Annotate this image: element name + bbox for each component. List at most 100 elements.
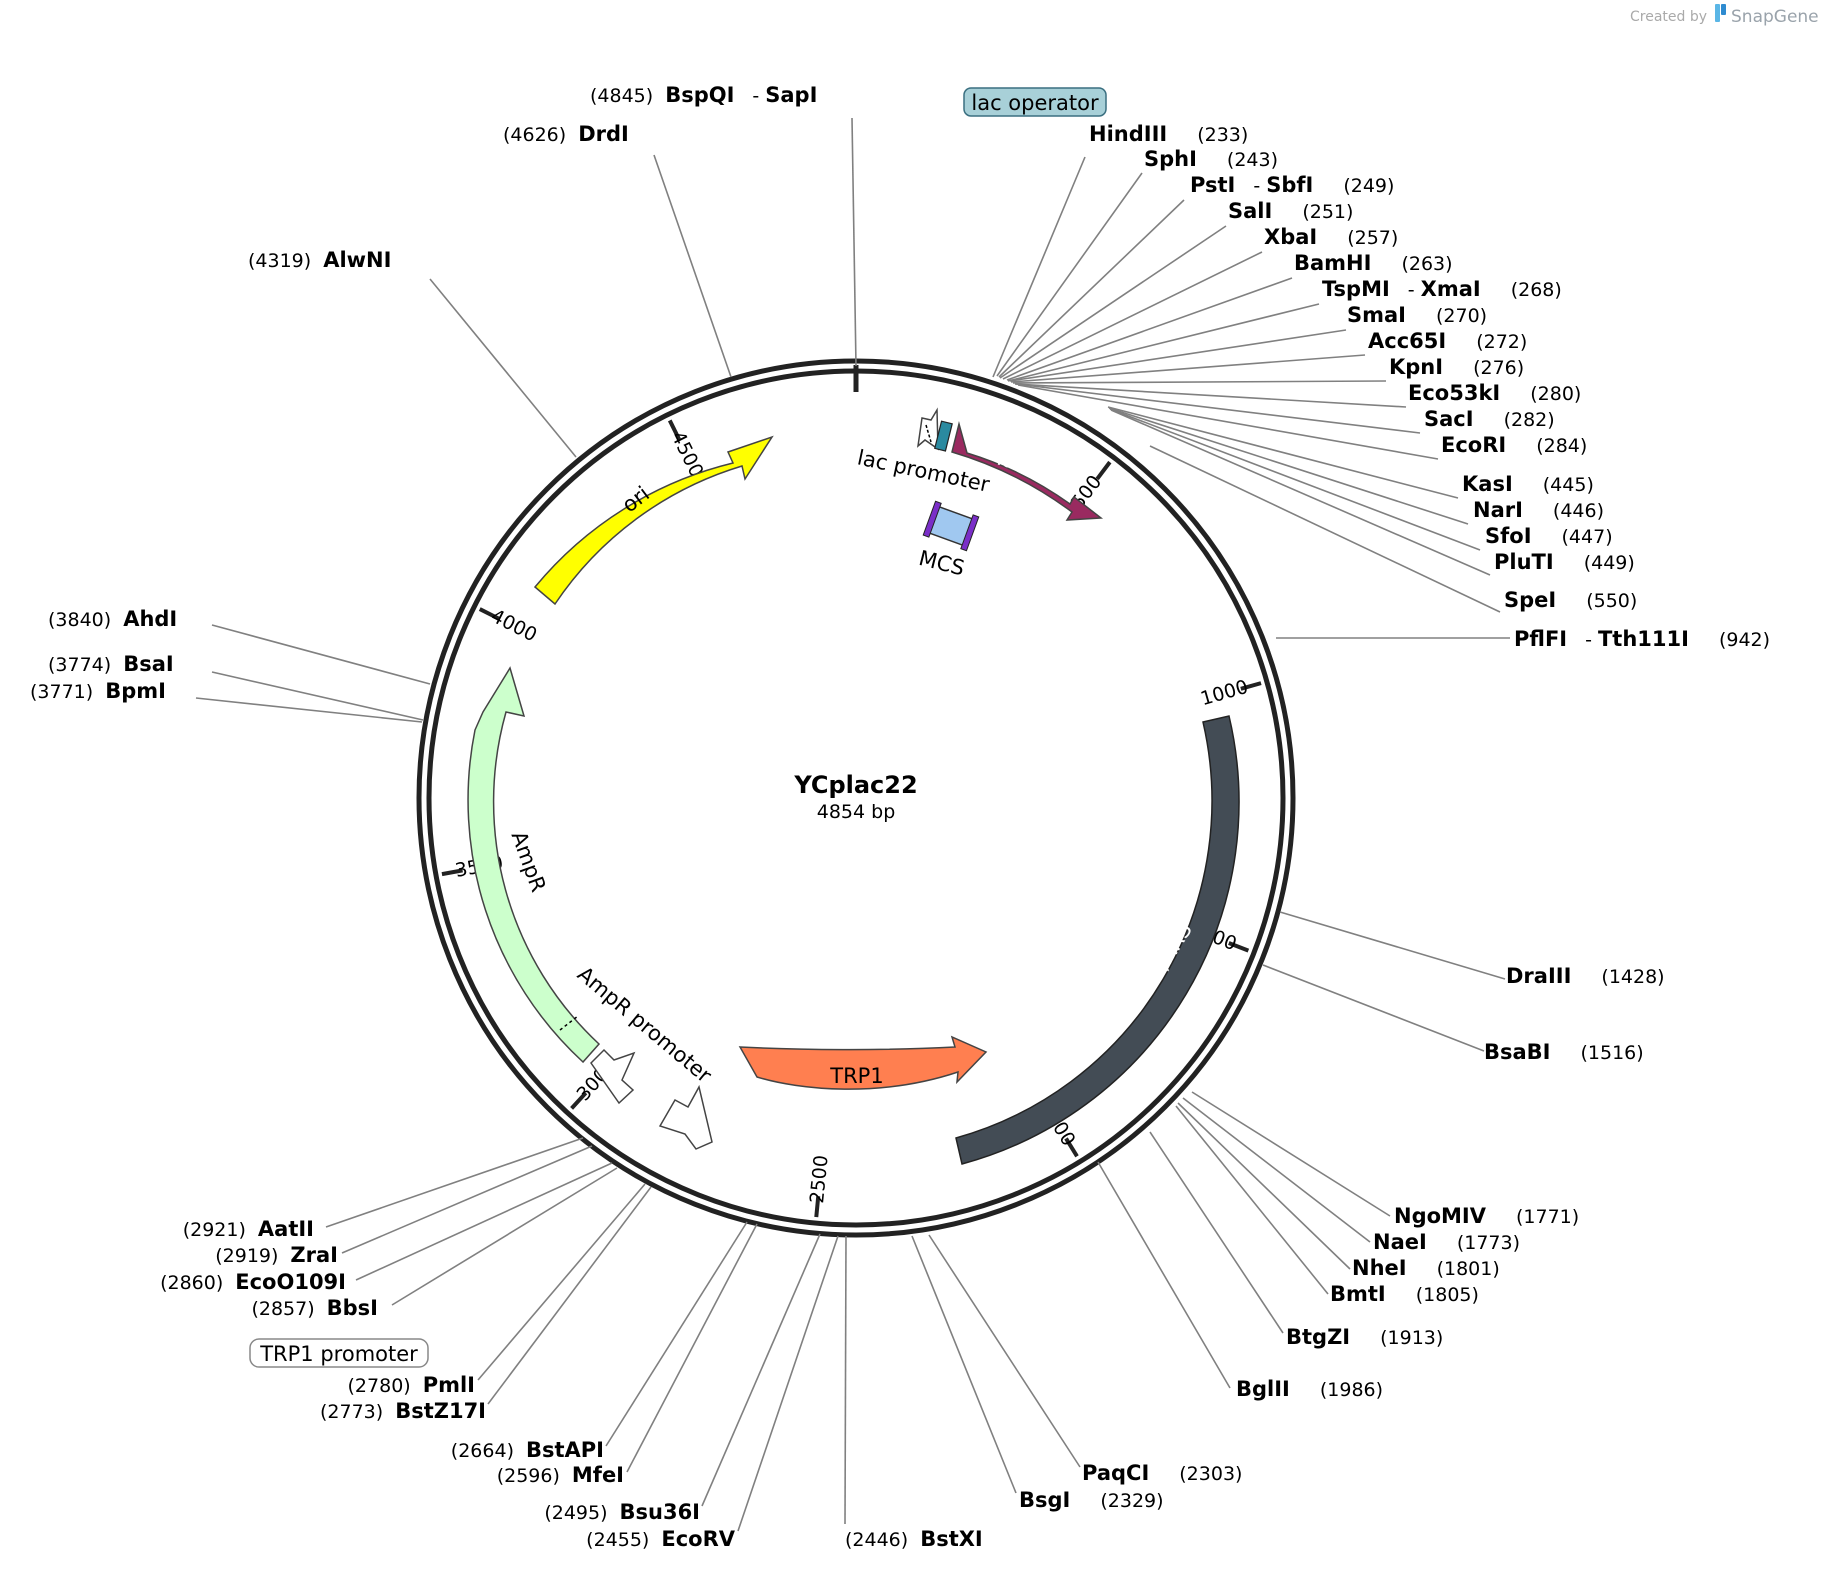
restriction-site[interactable]: NaeI(1773) — [1373, 1230, 1520, 1254]
restriction-site[interactable]: BsgI(2329) — [1019, 1488, 1164, 1512]
site-leader-line — [996, 172, 1143, 377]
site-leader-line — [1007, 303, 1320, 382]
site-label: NgoMIV(1771) — [1394, 1204, 1579, 1228]
restriction-site[interactable]: (3840)AhdI — [48, 607, 177, 631]
ori-arrow[interactable] — [533, 435, 774, 606]
ampr-promoter-arrow-1[interactable] — [590, 1048, 636, 1105]
site-position: (4626) — [503, 124, 566, 146]
site-enzyme-name: SfoI — [1485, 524, 1532, 548]
site-label: (2455)EcoRV — [586, 1527, 736, 1551]
site-enzyme-name: PaqCI — [1082, 1461, 1149, 1485]
site-label: DraIII(1428) — [1506, 964, 1665, 988]
restriction-site[interactable]: SmaI(270) — [1347, 303, 1487, 327]
site-enzyme-name: KpnI — [1389, 355, 1443, 379]
site-separator: - — [1585, 629, 1592, 651]
restriction-site[interactable]: SfoI(447) — [1485, 524, 1613, 548]
lacz-alpha-arrow[interactable] — [951, 421, 1104, 521]
site-leader-line — [992, 156, 1086, 378]
site-position: (251) — [1302, 201, 1353, 223]
restriction-site[interactable]: KasI(445) — [1462, 472, 1594, 496]
restriction-site[interactable]: (2919)ZraI — [215, 1243, 338, 1267]
cen-ars-arrow[interactable] — [955, 715, 1240, 1165]
tick-mark — [1228, 941, 1250, 953]
site-label: BsgI(2329) — [1019, 1488, 1164, 1512]
site-enzyme-name: BsgI — [1019, 1488, 1070, 1512]
restriction-site[interactable]: (2780)PmlI — [348, 1373, 475, 1397]
restriction-site[interactable]: (2857)BbsI — [251, 1296, 378, 1320]
lac-promoter-arrow[interactable] — [916, 407, 939, 451]
restriction-site[interactable]: (2664)BstAPI — [451, 1438, 604, 1462]
site-enzyme-name: TspMI — [1322, 277, 1390, 301]
restriction-site[interactable]: (2860)EcoO109I — [160, 1270, 346, 1294]
tick-mark — [478, 607, 500, 621]
site-leader-line — [1002, 251, 1263, 380]
site-label: NarI(446) — [1473, 498, 1604, 522]
site-label: NaeI(1773) — [1373, 1230, 1520, 1254]
restriction-site[interactable]: Eco53kI(280) — [1408, 381, 1581, 405]
site-label: (4845)BspQI-SapI — [590, 83, 817, 107]
restriction-site[interactable]: SpeI(550) — [1504, 588, 1637, 612]
site-separator: - — [752, 85, 759, 107]
restriction-site[interactable]: PluTI(449) — [1494, 550, 1635, 574]
restriction-site[interactable]: (2596)MfeI — [497, 1463, 624, 1487]
site-leader-line — [605, 1221, 748, 1447]
restriction-site[interactable]: DraIII(1428) — [1506, 964, 1665, 988]
restriction-site[interactable]: (4319)AlwNI — [248, 248, 391, 272]
restriction-site[interactable]: Acc65I(272) — [1368, 329, 1527, 353]
boxed-label-lac-operator[interactable]: lac operator — [963, 87, 1107, 117]
restriction-site[interactable]: BsaBI(1516) — [1484, 1040, 1644, 1064]
feature-label-ampr: AmpR — [507, 828, 551, 895]
tick-mark — [441, 868, 463, 877]
site-enzyme-name: SacI — [1424, 407, 1474, 431]
restriction-site[interactable]: PaqCI(2303) — [1082, 1461, 1242, 1485]
boxed-label-trp1-promoter[interactable]: TRP1 promoter — [249, 1338, 429, 1368]
restriction-site[interactable]: XbaI(257) — [1264, 225, 1398, 249]
site-position: (276) — [1473, 357, 1524, 379]
mcs-box[interactable] — [922, 500, 980, 552]
plasmid-title: YCplac22 4854 bp — [793, 771, 917, 823]
site-enzyme-name: BmtI — [1330, 1282, 1386, 1306]
tick-label: 2500 — [806, 1154, 832, 1204]
restriction-site[interactable]: SalI(251) — [1228, 199, 1353, 223]
restriction-site[interactable]: PflFI-Tth111I(942) — [1514, 627, 1770, 651]
site-leader-line — [1279, 911, 1506, 980]
restriction-site[interactable]: BtgZI(1913) — [1286, 1325, 1443, 1349]
restriction-site[interactable]: NarI(446) — [1473, 498, 1604, 522]
site-position: (449) — [1584, 552, 1635, 574]
feature-label-lac-promoter: lac promoter — [855, 445, 992, 496]
ampr-promoter-arrow-2[interactable] — [658, 1084, 713, 1150]
site-label: KasI(445) — [1462, 472, 1594, 496]
restriction-site[interactable]: BamHI(263) — [1294, 251, 1453, 275]
site-position: (2455) — [586, 1529, 649, 1551]
restriction-site[interactable]: SphI(243) — [1144, 147, 1278, 171]
restriction-site[interactable]: (2446)BstXI — [845, 1527, 983, 1551]
site-leader-line — [487, 1186, 652, 1405]
site-label: BmtI(1805) — [1330, 1282, 1479, 1306]
restriction-site[interactable]: (2495)Bsu36I — [544, 1500, 700, 1524]
trp1-arrow[interactable] — [738, 1035, 988, 1090]
restriction-site[interactable]: TspMI-XmaI(268) — [1322, 277, 1562, 301]
restriction-site[interactable]: (4845)BspQI-SapI — [590, 83, 817, 107]
site-label: SpeI(550) — [1504, 588, 1637, 612]
restriction-site[interactable]: PstI-SbfI(249) — [1190, 173, 1394, 197]
restriction-site[interactable]: (4626)DrdI — [503, 122, 629, 146]
restriction-site[interactable]: SacI(282) — [1424, 407, 1555, 431]
site-label: NheI(1801) — [1352, 1256, 1500, 1280]
restriction-site[interactable]: NheI(1801) — [1352, 1256, 1500, 1280]
site-leader-line — [1149, 1131, 1284, 1334]
restriction-site[interactable]: (3771)BpmI — [30, 679, 166, 703]
site-enzyme-name-2: Tth111I — [1598, 627, 1689, 651]
restriction-site[interactable]: KpnI (276) — [1389, 355, 1524, 379]
restriction-site[interactable]: (3774)BsaI — [48, 652, 174, 676]
site-position: (2919) — [215, 1245, 278, 1267]
restriction-site[interactable]: (2455)EcoRV — [586, 1527, 736, 1551]
restriction-site[interactable]: NgoMIV(1771) — [1394, 1204, 1579, 1228]
restriction-site[interactable]: HindIII(233) — [1089, 122, 1248, 146]
ampr-arrow[interactable] — [467, 666, 601, 1064]
restriction-site[interactable]: EcoRI(284) — [1441, 433, 1587, 457]
restriction-site[interactable]: BmtI(1805) — [1330, 1282, 1479, 1306]
restriction-site[interactable]: (2773)BstZ17I — [320, 1399, 486, 1423]
restriction-site[interactable]: BglII(1986) — [1236, 1377, 1383, 1401]
restriction-site[interactable]: (2921)AatII — [183, 1217, 314, 1241]
site-leader-line — [1149, 445, 1501, 613]
